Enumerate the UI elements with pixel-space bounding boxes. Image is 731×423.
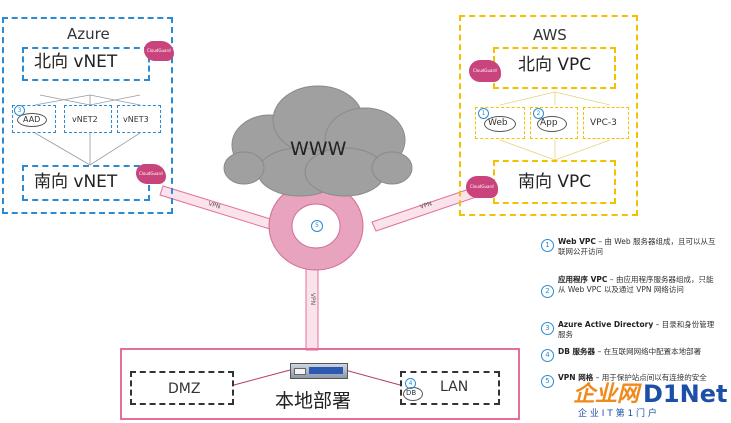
web-badge: 1 <box>478 108 489 119</box>
onprem-lan-label: LAN <box>440 379 469 395</box>
aws-region <box>459 15 638 216</box>
vpn-down-label: VPN <box>309 292 317 306</box>
azure-spoke-vnet2 <box>64 105 112 133</box>
azure-north-vnet <box>22 47 150 81</box>
aws-spoke-web-label: Web <box>488 118 508 128</box>
legend-title: 应用程序 VPC <box>558 275 608 284</box>
legend-number: 3 <box>541 322 554 335</box>
vpn-ring-badge: 5 <box>311 220 323 232</box>
azure-south-vnet-label: 南向 vNET <box>34 172 118 192</box>
db-badge: 4 <box>405 378 416 389</box>
app-badge: 2 <box>533 108 544 119</box>
legend-title: Web VPC <box>558 237 596 246</box>
aws-title: AWS <box>533 26 567 44</box>
legend-text: – 在互联网网络中配置本地部署 <box>595 347 702 356</box>
aws-mesh-lines <box>499 91 611 161</box>
aws-spoke-app-label: App <box>540 118 558 128</box>
azure-title: Azure <box>67 25 110 43</box>
legend-text: – 目录和身份管理服务 <box>558 320 715 339</box>
app-oval <box>537 116 567 132</box>
www-cloud <box>223 85 413 197</box>
azure-spoke-vnet3-label: vNET3 <box>123 115 149 124</box>
aws-north-vpc-label: 北向 VPC <box>518 55 592 75</box>
aws-south-cloudguard-icon: CloudGuard <box>466 176 498 198</box>
legend-item-2: 2 应用程序 VPC – 由应用程序服务器组成，只能从 Web VPC 以及通过… <box>541 275 716 309</box>
legend-item-5: 5 VPN 网格 – 用于保护站点间以有连接的安全 <box>541 373 716 395</box>
azure-north-cloudguard-label: CloudGuard <box>147 48 171 53</box>
web-oval <box>484 116 516 132</box>
aws-south-cloudguard-label: CloudGuard <box>470 184 494 189</box>
onprem-title: 本地部署 <box>275 390 352 412</box>
legend-item-4: 4 DB 服务器 – 在互联网网络中配置本地部署 <box>541 347 716 369</box>
legend-number: 4 <box>541 349 554 362</box>
legend-title: DB 服务器 <box>558 347 596 356</box>
legend-number: 5 <box>541 375 554 388</box>
watermark-brand-cn: 企业网 <box>573 382 640 407</box>
legend-title: Azure Active Directory <box>558 320 654 329</box>
azure-spoke-aad <box>12 105 56 133</box>
azure-region <box>2 17 173 214</box>
azure-spoke-aad-label: AAD <box>23 115 41 124</box>
aad-oval <box>17 113 47 127</box>
legend-text: – 由应用程序服务器组成，只能从 Web VPC 以及通过 VPN 网络访问 <box>558 275 714 294</box>
aad-badge: 3 <box>14 105 25 116</box>
onprem-lines <box>233 369 401 386</box>
onprem-db-label: DB <box>406 389 417 397</box>
vpn-down-tube <box>305 261 319 351</box>
onprem-dmz-label: DMZ <box>168 381 201 397</box>
legend-title: VPN 网格 <box>558 373 594 382</box>
aws-south-vpc-label: 南向 VPC <box>518 172 592 192</box>
gateway-appliance-icon <box>290 363 348 379</box>
legend-item-1: 1 Web VPC – 由 Web 服务器组成，且可以从互联网公开访问 <box>541 237 716 263</box>
legend-number: 1 <box>541 239 554 252</box>
onprem-region <box>120 348 520 420</box>
aws-spoke-web <box>475 107 525 139</box>
aws-north-cloudguard-label: CloudGuard <box>473 68 497 73</box>
legend-item-3: 3 Azure Active Directory – 目录和身份管理服务 <box>541 320 716 342</box>
azure-mesh-lines <box>34 94 141 166</box>
onprem-dmz <box>130 371 234 405</box>
aws-spoke-vpc3 <box>583 107 629 139</box>
aws-spoke-vpc3-label: VPC-3 <box>590 118 617 128</box>
onprem-lan <box>400 371 500 405</box>
azure-north-cloudguard-icon: CloudGuard <box>144 41 174 61</box>
azure-spoke-vnet2-label: vNET2 <box>72 115 98 124</box>
legend-text: – 由 Web 服务器组成，且可以从互联网公开访问 <box>558 237 716 256</box>
aws-spoke-app <box>530 107 578 139</box>
aws-north-cloudguard-icon: CloudGuard <box>469 60 501 82</box>
azure-south-cloudguard-icon: CloudGuard <box>136 164 166 184</box>
azure-north-vnet-label: 北向 vNET <box>34 52 118 72</box>
azure-spoke-vnet3 <box>117 105 161 133</box>
watermark-brand-en: D1Net <box>643 380 728 408</box>
watermark-tagline: 企 业 I T 第 1 门 户 <box>578 409 657 419</box>
legend-number: 2 <box>541 285 554 298</box>
legend-text: – 用于保护站点间以有连接的安全 <box>593 373 707 382</box>
azure-south-cloudguard-label: CloudGuard <box>139 171 163 176</box>
www-label: WWW <box>290 138 347 160</box>
